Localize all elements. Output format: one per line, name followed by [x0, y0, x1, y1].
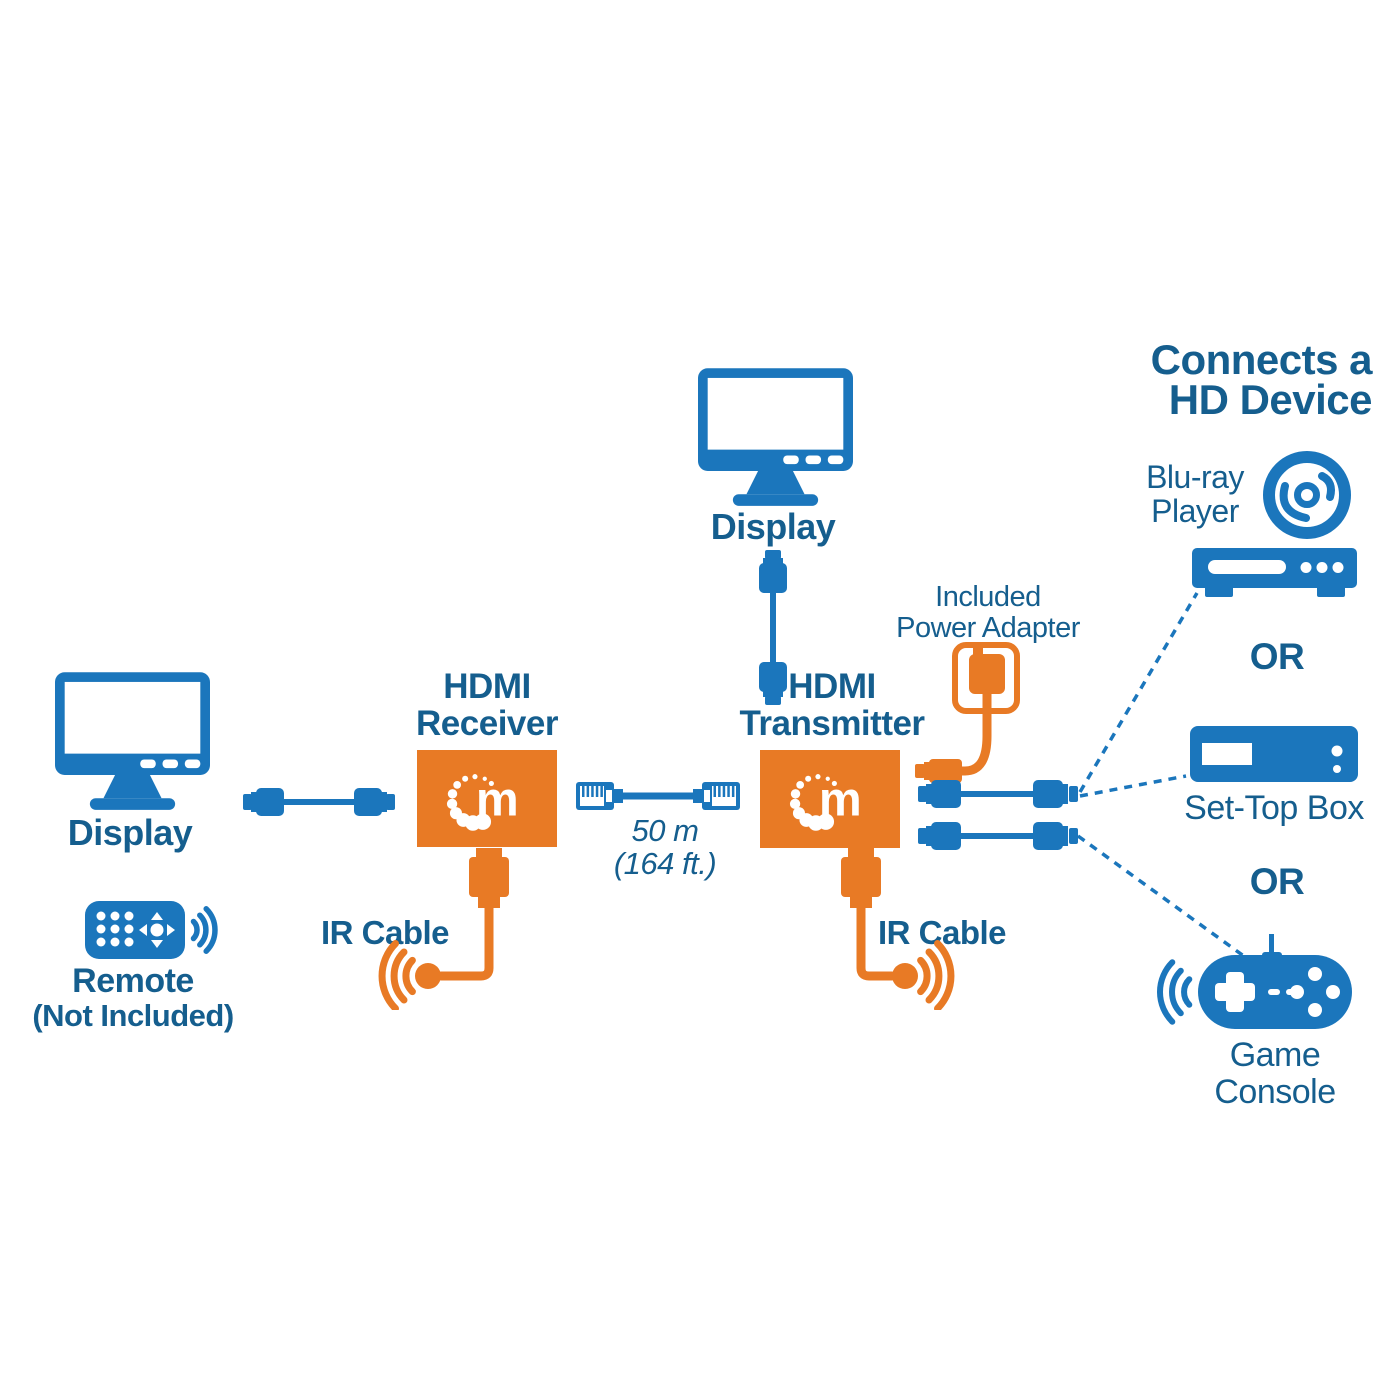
remote-sublabel: (Not Included)	[32, 998, 234, 1033]
hdmi-cable-icon	[759, 550, 787, 705]
power-adapter-label: Included Power Adapter	[868, 582, 1108, 644]
ir-cable-icon	[378, 848, 509, 1010]
settop-label: Set-Top Box	[1184, 789, 1364, 827]
cable-length-label: 50 m	[631, 813, 699, 848]
hdmi-cable-icon	[918, 822, 1078, 850]
ir-cable-left-label: IR Cable	[320, 914, 450, 951]
manhattan-logo-icon: m	[789, 772, 862, 831]
game-console-label: Game Console	[1214, 1036, 1336, 1111]
settop-box-icon	[1190, 726, 1358, 782]
receiver-title-line1: HDMI	[443, 667, 531, 706]
or-label-top: OR	[1249, 636, 1305, 677]
receiver-title: HDMI Receiver	[367, 668, 607, 742]
remote-icon	[85, 901, 218, 959]
bluray-disc-icon	[1263, 451, 1351, 539]
power-adapter-label-line1: Included	[935, 581, 1041, 613]
page-title-line2: HD Device	[1168, 376, 1373, 423]
transmitter-title-line2: Transmitter	[739, 704, 925, 743]
manhattan-logo-icon: m	[446, 772, 519, 831]
monitor-icon	[698, 368, 853, 506]
dashed-connector-lines	[1076, 592, 1254, 964]
bluray-player-icon	[1192, 548, 1357, 597]
page-title-line1: Connects a	[1150, 336, 1373, 383]
receiver-box: m	[417, 750, 557, 847]
power-adapter-icon	[915, 642, 1020, 783]
ir-cable-icon	[841, 848, 955, 1010]
monitor-icon	[55, 672, 210, 810]
page-title: Connects a HD Device	[952, 336, 1373, 423]
receiver-title-line2: Receiver	[416, 704, 558, 743]
or-label-bottom: OR	[1249, 861, 1305, 902]
hdmi-cable-icon	[243, 788, 395, 816]
bluray-label-line1: Blu-ray	[1146, 459, 1244, 495]
transmitter-title: HDMI Transmitter	[712, 668, 952, 742]
transmitter-box: m	[760, 750, 900, 848]
receiver-logo-letter: m	[476, 772, 519, 826]
cat-cable-icon	[576, 782, 740, 810]
remote-label: Remote	[72, 962, 194, 1000]
bluray-label-line2: Player	[1151, 493, 1239, 529]
cable-length-alt-label: (164 ft.)	[613, 846, 717, 881]
transmitter-title-line1: HDMI	[788, 667, 876, 706]
top-display-label: Display	[710, 506, 836, 547]
game-console-icon	[1157, 934, 1352, 1029]
left-display-label: Display	[67, 812, 193, 853]
transmitter-logo-letter: m	[819, 772, 862, 826]
bluray-label: Blu-ray Player	[1115, 460, 1275, 528]
power-adapter-label-line2: Power Adapter	[896, 612, 1080, 644]
hdmi-cable-icon	[918, 780, 1078, 808]
